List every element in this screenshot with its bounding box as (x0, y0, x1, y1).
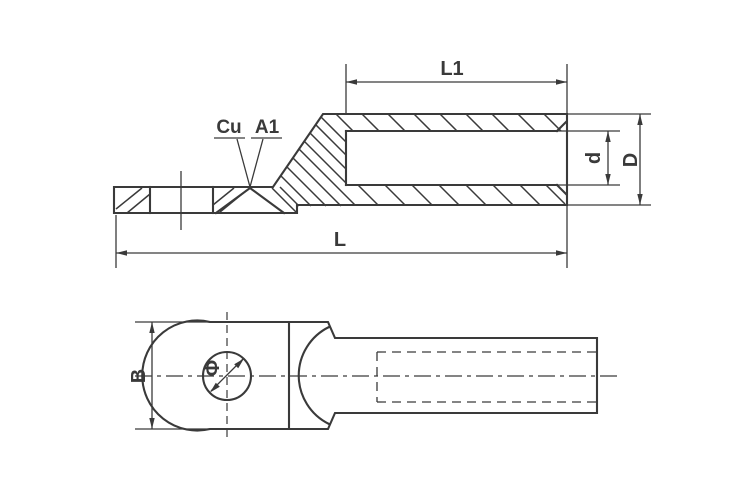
b-arrow-top (149, 322, 155, 333)
l1-arrow-right (556, 79, 567, 85)
dim-label-D: D (620, 153, 642, 167)
bore-chamfer-top (555, 120, 568, 133)
dimension-B: B (128, 321, 214, 430)
aluminum-hatching-transition (271, 116, 356, 214)
hole-diameter-label: Φ (202, 360, 224, 376)
hole-diameter-callout: Φ (202, 358, 244, 393)
side-section-view: Cu A1 L1 d (112, 58, 651, 268)
cu-leader-line (236, 138, 251, 188)
a1-leader-line (249, 138, 264, 188)
aluminum-hatching-bottom-wall (357, 184, 566, 206)
material-callout: Cu A1 (214, 117, 282, 188)
l-arrow-left (116, 250, 127, 256)
dim-label-L: L (334, 229, 346, 251)
D-arrow-top (637, 114, 643, 125)
b-arrow-bottom (149, 418, 155, 429)
bore-chamfer-bottom (555, 183, 568, 196)
l1-arrow-left (346, 79, 357, 85)
D-arrow-bottom (637, 194, 643, 205)
weld-joint-line (214, 186, 286, 215)
material-label-cu: Cu (216, 117, 241, 138)
d-arrow-bottom (605, 174, 611, 185)
d-arrow-top (605, 131, 611, 142)
l-arrow-right (556, 250, 567, 256)
plan-view: Φ B (128, 312, 622, 438)
aluminum-hatching-top-wall (335, 113, 562, 132)
material-label-a1: A1 (255, 117, 280, 138)
copper-hatching (115, 187, 248, 214)
dim-label-d: d (583, 152, 605, 164)
dim-label-B: B (128, 369, 150, 383)
dimension-d: d (557, 130, 620, 186)
dimension-D: D (567, 113, 651, 206)
bolt-hole-circle (201, 350, 253, 402)
hole-diameter-arrowhead-lower (210, 382, 220, 393)
dimension-L: L (115, 205, 568, 268)
dim-label-L1: L1 (440, 58, 463, 80)
hole-diameter-arrowhead-upper (234, 358, 244, 369)
dimension-L1: L1 (345, 58, 568, 114)
